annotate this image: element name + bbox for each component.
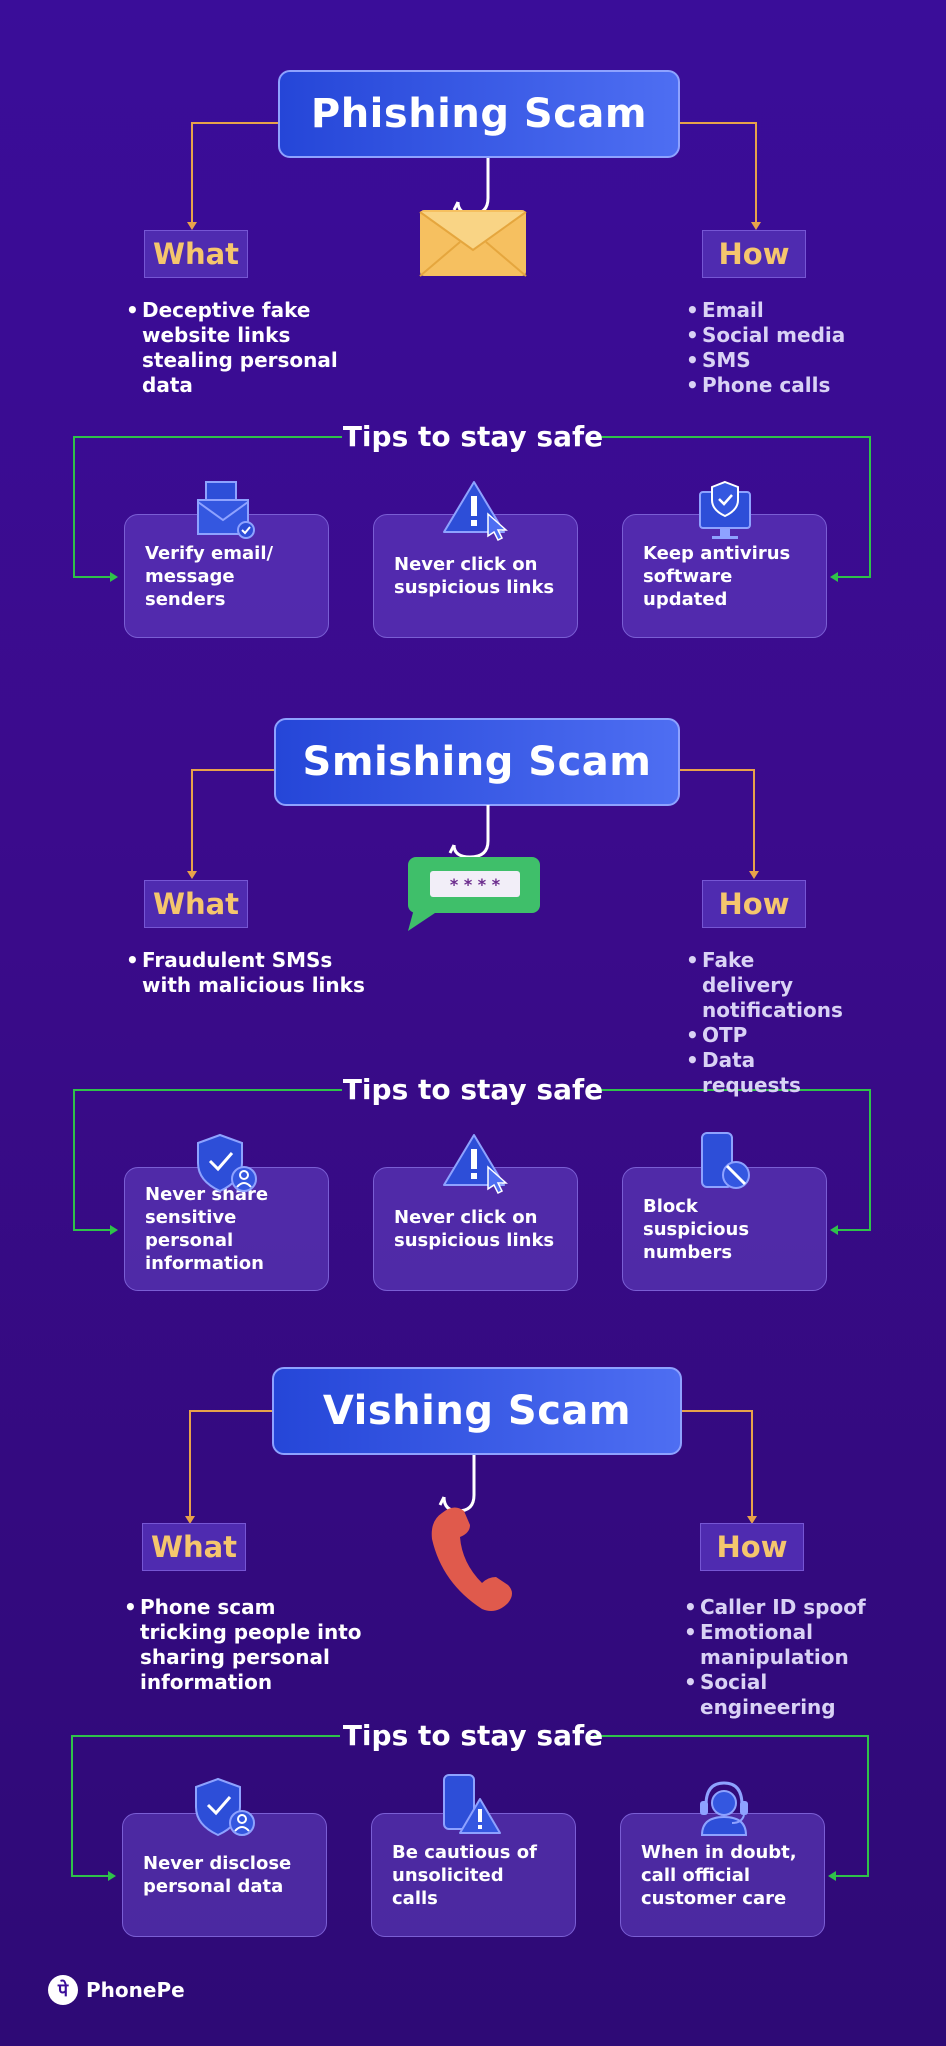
tip-card: Never click on suspicious links: [373, 514, 578, 638]
tip-card: Keep antivirus software updated: [622, 514, 827, 638]
vishing-tips-title: Tips to stay safe: [342, 1719, 604, 1752]
phishing-how-label: How: [702, 230, 806, 278]
warning-cursor-icon: [442, 480, 512, 542]
phone-handset-hook-icon: [420, 1455, 530, 1625]
phonepe-logo: पे PhonePe: [48, 1975, 185, 2005]
smishing-tips-title: Tips to stay safe: [342, 1073, 604, 1106]
warning-cursor-icon: [442, 1133, 512, 1195]
list-item: Fake delivery notifications: [686, 948, 846, 1023]
phonepe-logo-icon: पे: [48, 1975, 78, 2005]
otp-mask-text: * * * *: [449, 874, 501, 894]
list-item: Deceptive fake website links stealing pe…: [126, 298, 376, 398]
tip-text: Never share sensitive personal informati…: [145, 1184, 269, 1274]
list-item: Phone scam tricking people into sharing …: [124, 1595, 364, 1695]
tip-text: Keep antivirus software updated: [643, 542, 791, 610]
tip-text: Never click on suspicious links: [394, 554, 555, 598]
tip-text: Never disclose personal data: [143, 1853, 292, 1897]
monitor-shield-icon: [696, 480, 756, 542]
vishing-section: Vishing Scam What How Phone scam trickin…: [0, 1305, 946, 1965]
list-item: SMS: [686, 348, 916, 373]
list-item: Email: [686, 298, 916, 323]
smishing-title: Smishing Scam: [274, 718, 680, 806]
mail-verify-icon: [196, 480, 258, 542]
vishing-how-list: Caller ID spoof Emotional manipulation S…: [684, 1595, 884, 1720]
phonepe-logo-text: PhonePe: [86, 1978, 185, 2002]
phone-block-icon: [698, 1131, 754, 1195]
tip-text: Block suspicious numbers: [643, 1195, 750, 1263]
phishing-tips-title: Tips to stay safe: [342, 420, 604, 453]
smishing-what-label: What: [144, 880, 248, 928]
headset-agent-icon: [694, 1775, 754, 1837]
sms-bubble-hook-icon: * * * *: [404, 805, 544, 945]
vishing-title: Vishing Scam: [272, 1367, 682, 1455]
list-item: Social media: [686, 323, 916, 348]
phishing-section: Phishing Scam What How Deceptive fake we…: [0, 0, 946, 655]
envelope-hook-icon: [410, 158, 530, 278]
phishing-title: Phishing Scam: [278, 70, 680, 158]
phishing-how-list: Email Social media SMS Phone calls: [686, 298, 916, 398]
vishing-what-label: What: [142, 1523, 246, 1571]
list-item: Emotional manipulation: [684, 1620, 884, 1670]
list-item: Data requests: [686, 1048, 846, 1098]
shield-user-icon: [192, 1777, 256, 1839]
shield-user-icon: [194, 1133, 258, 1195]
list-item: Caller ID spoof: [684, 1595, 884, 1620]
smishing-how-list: Fake delivery notifications OTP Data req…: [686, 948, 846, 1098]
smishing-section: Smishing Scam * * * * What How Fraudulen…: [0, 655, 946, 1305]
smishing-how-label: How: [702, 880, 806, 928]
tip-text: Verify email/ message senders: [145, 542, 274, 610]
vishing-what-list: Phone scam tricking people into sharing …: [124, 1595, 364, 1695]
phone-warning-icon: [440, 1773, 504, 1839]
tip-card: Never click on suspicious links: [373, 1167, 578, 1291]
list-item: Phone calls: [686, 373, 916, 398]
vishing-how-label: How: [700, 1523, 804, 1571]
phishing-what-list: Deceptive fake website links stealing pe…: [126, 298, 376, 398]
list-item: Fraudulent SMSs with malicious links: [126, 948, 376, 998]
list-item: OTP: [686, 1023, 846, 1048]
tip-text: When in doubt, call official customer ca…: [641, 1841, 797, 1909]
tip-text: Be cautious of unsolicited calls: [392, 1841, 537, 1909]
tip-text: Never click on suspicious links: [394, 1207, 555, 1251]
list-item: Social engineering: [684, 1670, 884, 1720]
smishing-what-list: Fraudulent SMSs with malicious links: [126, 948, 376, 998]
phishing-what-label: What: [144, 230, 248, 278]
